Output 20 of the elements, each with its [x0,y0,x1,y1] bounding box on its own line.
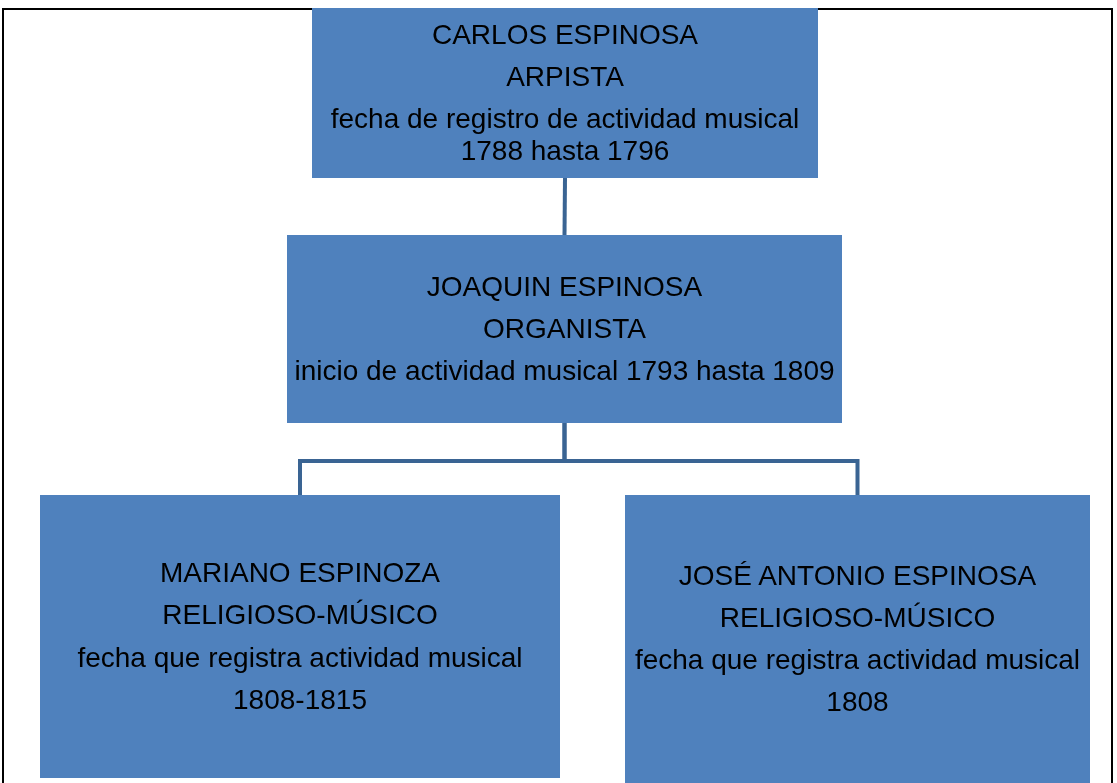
person-name: CARLOS ESPINOSA [431,18,699,51]
person-box [312,8,818,178]
person-detail: ARPISTA [506,60,624,93]
person-detail: fecha que registra actividad musical [634,644,1081,677]
person-name: JOAQUIN ESPINOSA [426,270,703,303]
person-detail: ORGANISTA [483,312,646,346]
person-name: JOSÉ ANTONIO ESPINOSA [678,559,1037,592]
person-detail: 1808 [826,686,889,719]
person-detail: inicio de actividad musical 1793 hasta 1809 [294,355,835,388]
person-box [40,495,560,778]
person-detail: fecha que registra actividad musical [77,641,523,674]
person-detail: RELIGIOSO-MÚSICO [719,601,996,634]
person-detail: fecha de registro de actividad musical 1788 hasta 1796 [329,103,801,168]
person-box [625,495,1090,783]
connector-line [562,178,567,236]
person-name: MARIANO ESPINOZA [159,557,440,590]
person-detail: 1808-1815 [233,683,367,716]
person-detail: RELIGIOSO-MÚSICO [162,599,438,632]
person-box [287,235,842,423]
connector-line [562,423,860,495]
